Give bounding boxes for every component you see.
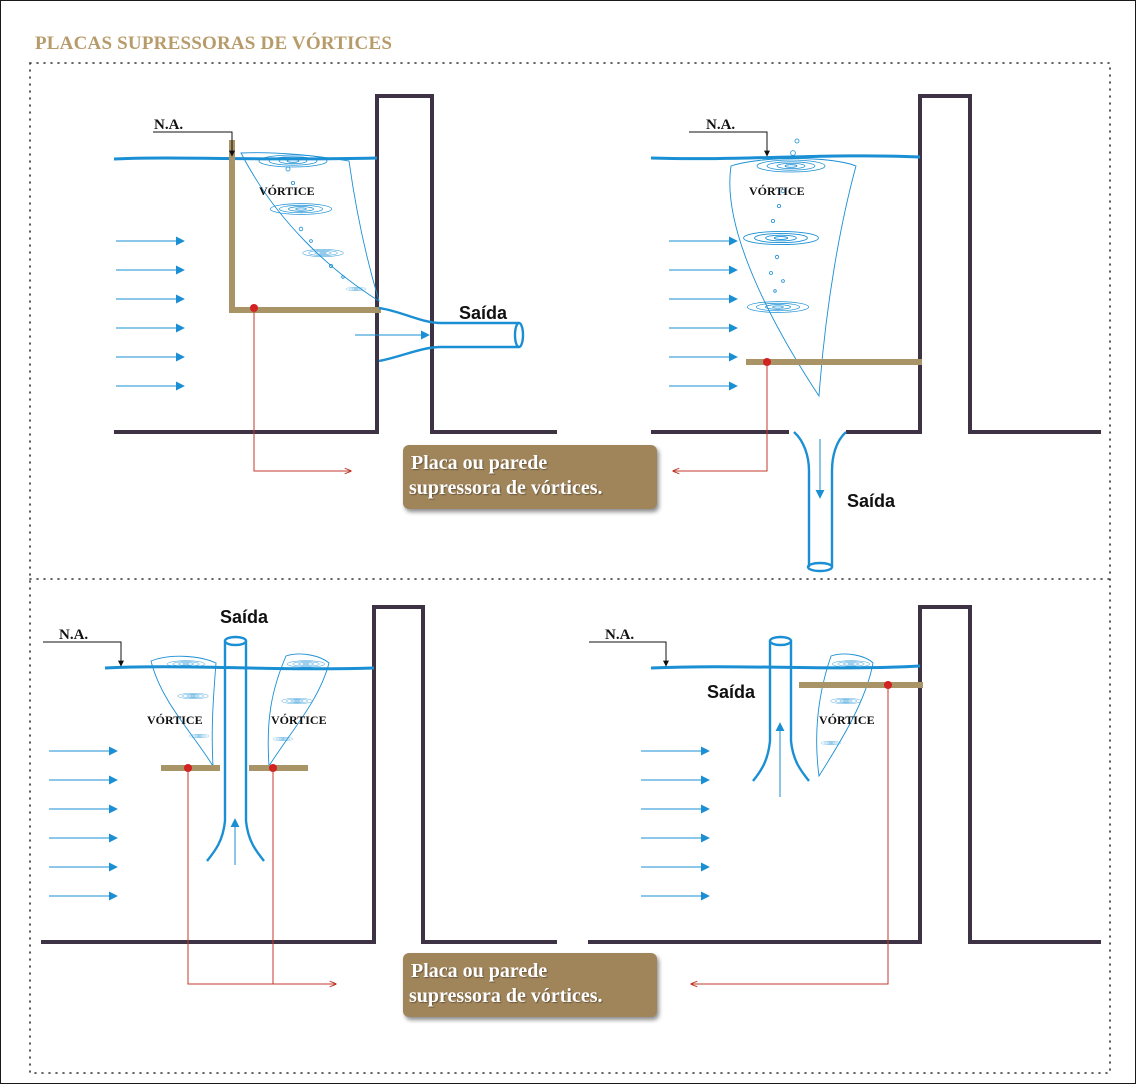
water-level-label: N.A. (154, 117, 183, 133)
suppressor-plate (229, 140, 381, 313)
callout-line-1: Placa ou parede (411, 960, 548, 982)
dotted-panel-border (29, 62, 1111, 1074)
callout-label-bottom: Placa ou parede supressora de vórtices. (403, 953, 657, 1017)
tank-wall (114, 94, 557, 434)
vortex: VÓRTICE (240, 152, 380, 303)
leader-line (253, 308, 351, 471)
callout-line-2: supressora de vórtices. (409, 985, 603, 1007)
panel-side-outlet: VÓRTICE N.A. Saída (113, 94, 557, 471)
vortex-label: VÓRTICE (819, 713, 875, 727)
outlet-label: Saída (707, 682, 756, 702)
outlet-label: Saída (459, 303, 508, 323)
panel-top-outlet-double-vortex: VÓRTICE VÓRTICE Saída N.A. (41, 605, 557, 984)
top-outlet-pipe (206, 635, 265, 865)
leader-line (691, 685, 889, 984)
water-surface (104, 665, 375, 671)
outlet-label: Saída (220, 607, 269, 627)
water-level-label: N.A. (706, 117, 735, 133)
figure-title: PLACAS SUPRESSORAS DE VÓRTICES (35, 33, 393, 54)
vortex: VÓRTICE (816, 653, 875, 778)
tank-wall (588, 605, 1101, 944)
callout-line-1: Placa ou parede (411, 452, 548, 474)
water-surface (650, 664, 921, 670)
vortex-left: VÓRTICE (147, 655, 217, 767)
vortex-label: VÓRTICE (749, 184, 805, 198)
leader-line (673, 362, 768, 471)
callout-label-top: Placa ou parede supressora de vórtices. (403, 445, 657, 509)
vortex: VÓRTICE (729, 138, 857, 398)
callout-line-2: supressora de vórtices. (409, 477, 603, 499)
flow-arrows (116, 241, 184, 386)
water-level-label: N.A. (605, 627, 634, 643)
water-surface (650, 154, 921, 161)
vortex-label: VÓRTICE (259, 184, 315, 198)
side-outlet-pipe (355, 306, 525, 363)
leader-line (187, 768, 336, 984)
water-level-label: N.A. (59, 627, 88, 643)
panel-bottom-outlet: VÓRTICE N.A. Saída (650, 94, 1101, 573)
bottom-outlet-pipe (793, 431, 847, 573)
tank-wall (41, 605, 557, 944)
flow-arrows (49, 751, 117, 896)
vortex-label: VÓRTICE (147, 713, 203, 727)
flow-arrows (641, 751, 709, 896)
outlet-label: Saída (847, 491, 896, 511)
vortex-right: VÓRTICE (267, 653, 330, 768)
tank-wall (651, 94, 1101, 434)
flow-arrows (669, 241, 737, 386)
panel-top-outlet-single-vortex: VÓRTICE Saída N.A. (588, 605, 1101, 984)
vortex-label: VÓRTICE (271, 713, 327, 727)
top-outlet-pipe (752, 635, 810, 797)
